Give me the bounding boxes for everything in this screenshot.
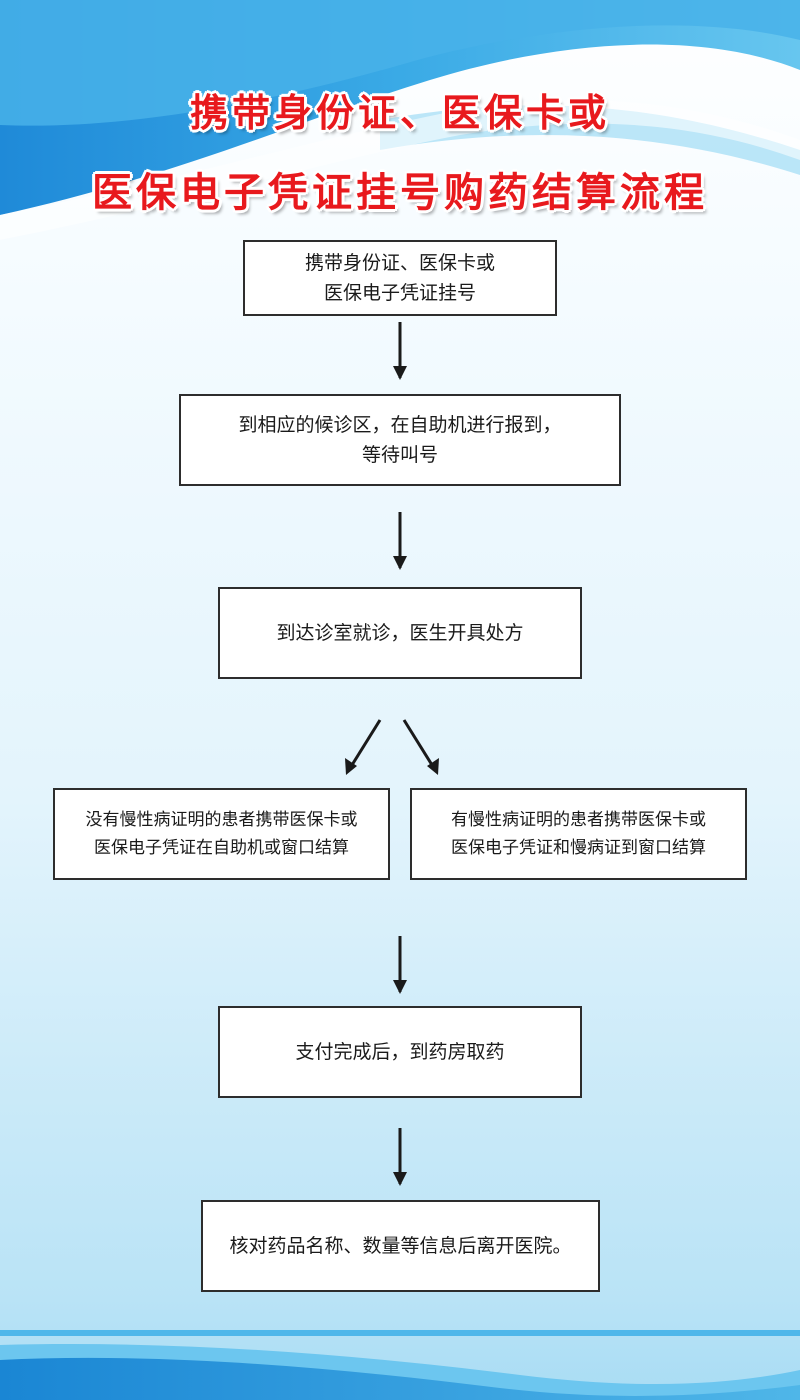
bottom-wave-dark [0,1357,800,1400]
step-box-verify-leave-line-1: 核对药品名称、数量等信息后离开医院。 [229,1235,572,1257]
step-box-verify-leave: 核对药品名称、数量等信息后离开医院。 [201,1200,600,1292]
step-box-pharmacy: 支付完成后，到药房取药 [218,1006,582,1098]
step-box-checkin: 到相应的候诊区，在自助机进行报到， 等待叫号 [179,394,621,486]
step-box-checkin-line-2: 等待叫号 [361,444,438,466]
step-box-register: 携带身份证、医保卡或 医保电子凭证挂号 [243,240,557,316]
branch-box-chronic: 有慢性病证明的患者携带医保卡或 医保电子凭证和慢病证到窗口结算 [410,788,747,880]
branch-box-chronic-line-2: 医保电子凭证和慢病证到窗口结算 [451,838,706,858]
branch-box-no-chronic-line-2: 医保电子凭证在自助机或窗口结算 [94,838,349,858]
page-title-line-1: 携带身份证、医保卡或 [189,91,610,135]
step-box-register-line-1: 携带身份证、医保卡或 [304,252,495,274]
branch-box-chronic-line-1: 有慢性病证明的患者携带医保卡或 [451,810,706,830]
branch-box-no-chronic-line-1: 没有慢性病证明的患者携带医保卡或 [85,810,358,830]
branch-box-no-chronic: 没有慢性病证明的患者携带医保卡或 医保电子凭证在自助机或窗口结算 [53,788,390,880]
page-title-line-2: 医保电子凭证挂号购药结算流程 [92,170,708,216]
top-wave-light [0,0,800,126]
step-box-checkin-line-1: 到相应的候诊区，在自助机进行报到， [238,414,562,436]
step-box-register-line-2: 医保电子凭证挂号 [323,282,476,304]
step-box-pharmacy-line-1: 支付完成后，到药房取药 [295,1041,505,1063]
bottom-line [0,1330,800,1336]
step-box-consultation: 到达诊室就诊，医生开具处方 [218,587,582,679]
step-box-consultation-line-1: 到达诊室就诊，医生开具处方 [276,622,524,644]
top-wave-white [0,100,800,240]
